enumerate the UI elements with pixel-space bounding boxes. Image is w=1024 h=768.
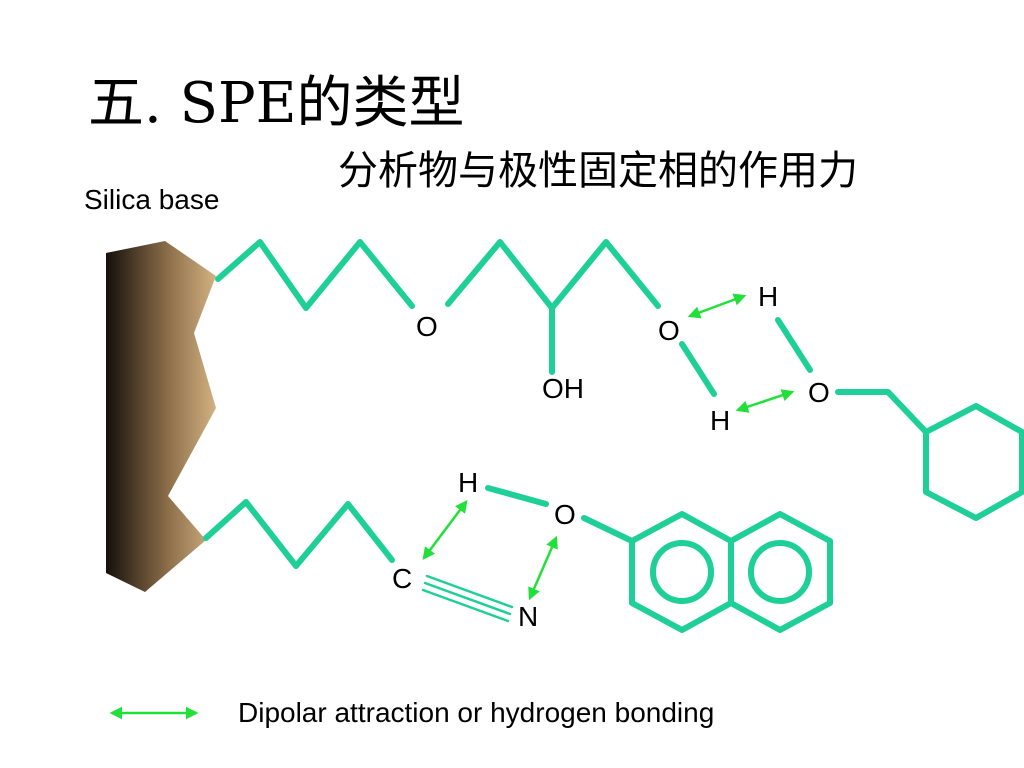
- lower-bonded-chain: [203, 499, 395, 569]
- atom-label-naphthol-oxygen: O: [554, 499, 576, 530]
- silica-base-label: Silica base: [84, 184, 220, 215]
- atom-label-nitrile-nitrogen: N: [518, 601, 538, 632]
- upper-bonded-chain: [215, 239, 717, 397]
- atom-label-hydroxyl: OH: [542, 373, 584, 404]
- atom-label-phase-hydrogen: H: [710, 405, 730, 436]
- atom-label-analyte-hydrogen: H: [758, 281, 778, 312]
- atom-label-nitrile-carbon: C: [392, 563, 412, 594]
- slide-subtitle: 分析物与极性固定相的作用力: [338, 148, 858, 194]
- silica-base: [106, 241, 216, 592]
- interaction-arrow: [687, 293, 747, 319]
- atom-label-ether-oxygen: O: [416, 311, 438, 342]
- interaction-arrow: [528, 535, 558, 601]
- cyclohexylmethanol-analyte: [775, 317, 1024, 521]
- interaction-arrows: [422, 293, 795, 601]
- atom-label-naphthol-hydrogen: H: [458, 467, 478, 498]
- naphthol-analyte: [485, 485, 833, 633]
- slide-title: 五. SPE的类型: [88, 71, 465, 136]
- legend-label: Dipolar attraction or hydrogen bonding: [238, 697, 715, 728]
- atom-label-terminal-oxygen: O: [658, 315, 680, 346]
- nitrile-triple-bond: [421, 574, 514, 623]
- interaction-arrow: [735, 389, 795, 413]
- atom-label-analyte-oxygen: O: [808, 377, 830, 408]
- interaction-arrow: [422, 500, 468, 560]
